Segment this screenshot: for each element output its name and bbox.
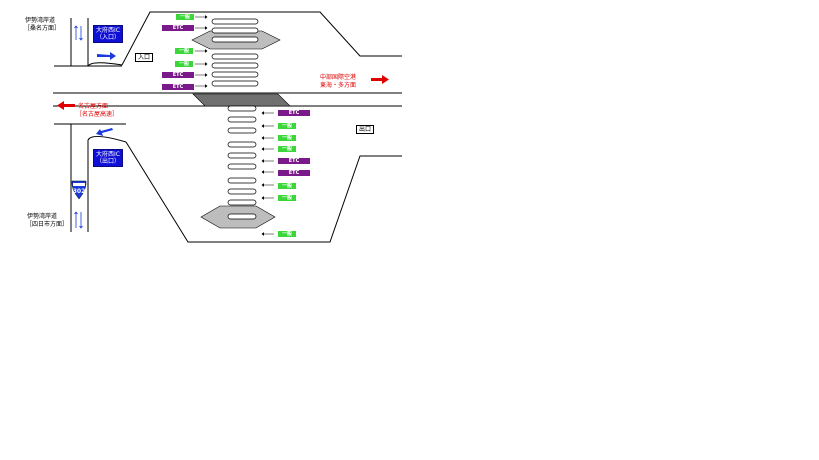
lane-arrow-left: [261, 232, 274, 236]
lane-badge-etc: ETC: [162, 72, 194, 78]
lane-badge-ippan: 一般: [278, 135, 296, 141]
label-chubu-sub: 東海・多方面: [320, 82, 357, 89]
box-exit: 出口: [356, 125, 375, 134]
label-nagoya: 名古屋方面: [78, 103, 109, 110]
booth-island: [211, 71, 259, 78]
booth-island: [211, 62, 259, 69]
booth-island: [211, 18, 259, 25]
lane-arrow-left: [261, 136, 274, 140]
booth-island: [227, 127, 257, 134]
booth-island: [211, 80, 259, 87]
toll-plaza-band: [192, 93, 291, 107]
ramp-top-curve: [87, 62, 123, 67]
lane-arrow-left: [261, 196, 274, 200]
lane-badge-etc: ETC: [278, 170, 310, 176]
label-ise-top-dir: ［桑名方面］: [24, 25, 61, 32]
booth-island: [227, 177, 257, 184]
label-nagoya-sub: ［名古屋高速］: [76, 111, 119, 118]
lane-arrow-left: [261, 159, 274, 163]
arrow-entrance: [97, 52, 116, 60]
lane-arrow-right: [195, 15, 208, 19]
arrow-up: [74, 211, 78, 228]
route-302-shield: 302: [70, 180, 88, 200]
lane-arrow-left: [261, 124, 274, 128]
label-chubu: 中部国際空港: [320, 74, 357, 81]
sign-exit-line2: （出口）: [96, 158, 121, 165]
lane-arrow-right: [195, 73, 208, 77]
lane-arrow-left: [261, 111, 274, 115]
booth-island: [227, 105, 257, 112]
booth-islands: [211, 18, 259, 220]
lane-badge-ippan: 一般: [278, 183, 296, 189]
sign-exit-line1: 大府西IC: [96, 151, 120, 158]
booth-island: [227, 199, 257, 206]
red-direction-arrows: [57, 75, 389, 110]
booth-island: [211, 27, 259, 34]
lane-badge-ippan: 一般: [278, 123, 296, 129]
booth-island: [227, 116, 257, 123]
ramp-bottom-curve: [87, 136, 127, 143]
sign-entrance-line1: 大府西IC: [96, 27, 120, 34]
arrow-to-nagoya: [57, 101, 75, 110]
arrow-exit: [96, 128, 113, 136]
road-outline-top: [121, 11, 402, 66]
route-shield-icon: [71, 180, 87, 200]
booth-island: [227, 188, 257, 195]
lane-arrows: [195, 15, 274, 236]
lane-badge-etc: ETC: [278, 158, 310, 164]
label-ise-top: 伊勢湾岸道: [25, 17, 56, 24]
booth-island: [211, 53, 259, 60]
route-number: 302: [72, 188, 86, 195]
lane-badge-ippan: 一般: [176, 14, 194, 20]
booth-island: [211, 36, 259, 43]
lane-arrow-right: [195, 26, 208, 30]
sign-exit: 大府西IC （出口）: [93, 149, 124, 167]
road-outline-bottom: [125, 141, 402, 243]
lane-badge-etc: ETC: [162, 84, 194, 90]
arrow-to-chubu: [371, 75, 389, 84]
lane-badge-ippan: 一般: [278, 195, 296, 201]
booth-island: [227, 163, 257, 170]
lane-arrow-left: [261, 170, 274, 174]
lane-badge-ippan: 一般: [278, 231, 296, 237]
blue-direction-arrows: [96, 52, 116, 136]
sign-entrance: 大府西IC （入口）: [93, 25, 124, 43]
lane-arrow-left: [261, 147, 274, 151]
lane-badge-ippan: 一般: [278, 146, 296, 152]
lane-badge-etc: ETC: [278, 110, 310, 116]
lane-badge-ippan: 一般: [175, 48, 193, 54]
booth-island: [227, 152, 257, 159]
arrow-down: [79, 26, 83, 41]
lane-arrow-right: [195, 62, 208, 66]
box-entrance: 入口: [135, 53, 154, 62]
sign-entrance-line2: （入口）: [96, 34, 121, 41]
arrow-down: [79, 212, 83, 229]
booth-island: [227, 141, 257, 148]
arrow-up: [74, 25, 78, 40]
booth-island: [227, 213, 257, 220]
lane-arrow-right: [195, 49, 208, 53]
vertical-arrows: [74, 25, 83, 229]
label-ise-bottom-dir: ［四日市方面］: [26, 221, 69, 228]
lane-arrow-right: [195, 84, 208, 88]
label-ise-bottom: 伊勢湾岸道: [27, 213, 58, 220]
lane-badge-ippan: 一般: [175, 61, 193, 67]
lane-badge-etc: ETC: [162, 25, 194, 31]
lane-arrow-left: [261, 183, 274, 187]
